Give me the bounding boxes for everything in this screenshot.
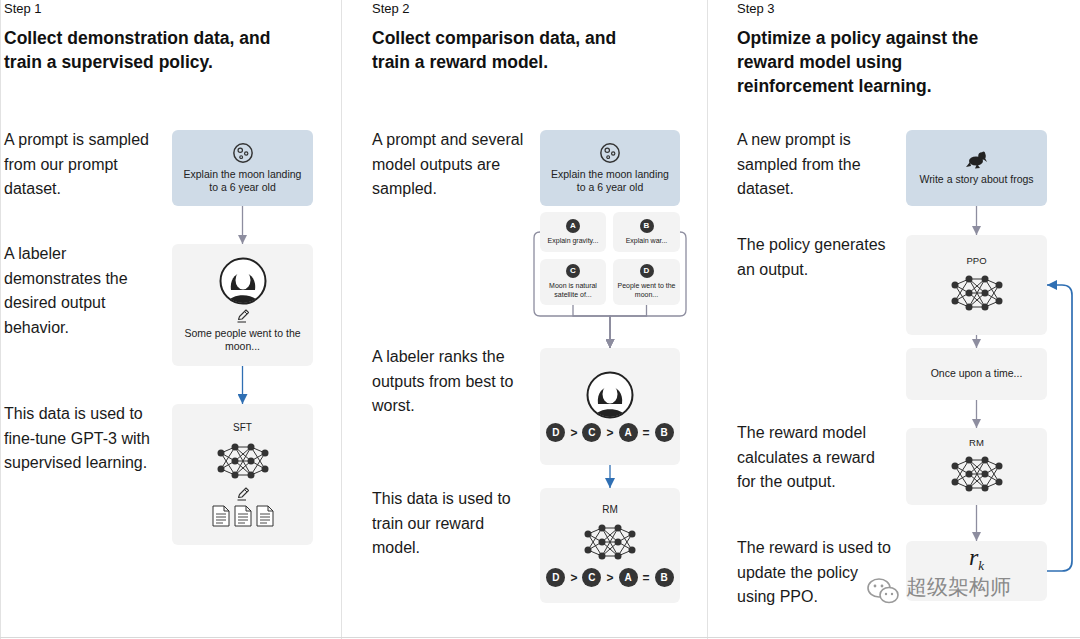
flow-arrow bbox=[242, 206, 243, 244]
frog-icon bbox=[965, 149, 989, 169]
step-description: The policy generates an output. bbox=[737, 233, 897, 282]
step-description: The reward is used to update the policy … bbox=[737, 536, 897, 610]
net-icon bbox=[947, 452, 1007, 496]
node-text: Once upon a time... bbox=[931, 367, 1023, 380]
flow-arrow bbox=[1047, 285, 1072, 571]
step-label: Step 1 bbox=[4, 1, 304, 17]
net-icon bbox=[213, 439, 273, 483]
node-text: Some people went to the moon... bbox=[183, 327, 303, 353]
rank-letter: B bbox=[640, 219, 654, 233]
rank-letter: A bbox=[619, 568, 638, 587]
labeler-ranking-box: D > C > A = B bbox=[540, 348, 680, 465]
node-text: People went to the moon... bbox=[618, 282, 676, 300]
flow-arrow bbox=[976, 400, 977, 428]
rank-letter: C bbox=[582, 568, 601, 587]
node-text: RM bbox=[602, 504, 618, 517]
reward-model-box: RM D > C > A = B bbox=[540, 488, 680, 603]
flow-arrow bbox=[610, 305, 647, 348]
node-text: RM bbox=[969, 437, 984, 449]
rank-letter: A bbox=[566, 219, 580, 233]
policy-output-box: Once upon a time... bbox=[906, 348, 1047, 400]
step-heading: Collect demonstration data, and train a … bbox=[4, 26, 279, 74]
rank-operator: > bbox=[570, 571, 577, 585]
step-description: A prompt and several model outputs are s… bbox=[372, 128, 532, 202]
reward-model-box: RM bbox=[906, 428, 1047, 505]
wechat-icon bbox=[866, 576, 902, 606]
prompt-box: Explain the moon landing to a 6 year old bbox=[540, 130, 680, 206]
step-label: Step 3 bbox=[737, 1, 1037, 17]
reward-symbol: rk bbox=[969, 545, 984, 572]
rank-operator: = bbox=[643, 426, 650, 440]
flow-arrow bbox=[976, 206, 977, 235]
rank-operator: > bbox=[606, 426, 613, 440]
rank-letter: C bbox=[582, 423, 601, 442]
node-text: Explain gravity... bbox=[548, 237, 599, 246]
flow-arrow bbox=[609, 465, 610, 488]
step-description: A labeler demonstrates the desired outpu… bbox=[4, 242, 164, 340]
rank-letter: C bbox=[566, 264, 580, 278]
step-description: This data is used to train our reward mo… bbox=[372, 487, 532, 561]
rank-letter: D bbox=[640, 264, 654, 278]
net-icon bbox=[580, 520, 640, 564]
moon-icon bbox=[232, 142, 254, 164]
net-icon bbox=[947, 271, 1007, 315]
pencil-icon bbox=[236, 309, 250, 323]
step-description: A labeler ranks the outputs from best to… bbox=[372, 345, 532, 419]
step-description: This data is used to fine-tune GPT-3 wit… bbox=[4, 402, 164, 476]
docs-icon bbox=[210, 505, 276, 527]
step-label: Step 2 bbox=[372, 1, 672, 17]
rank-operator: > bbox=[606, 571, 613, 585]
prompt-box: Explain the moon landing to a 6 year old bbox=[172, 130, 313, 206]
step-description: A prompt is sampled from our prompt data… bbox=[4, 128, 164, 202]
step-heading: Optimize a policy against the reward mod… bbox=[737, 26, 989, 98]
step-description: A new prompt is sampled from the dataset… bbox=[737, 128, 897, 202]
output-box: D People went to the moon... bbox=[613, 259, 680, 305]
rank-letter: B bbox=[655, 423, 674, 442]
node-text: SFT bbox=[233, 422, 252, 435]
moon-icon bbox=[599, 142, 621, 164]
rank-letter: D bbox=[546, 423, 565, 442]
pencil-icon bbox=[236, 487, 250, 501]
rank-operator: = bbox=[643, 571, 650, 585]
ppo-policy-box: PPO bbox=[906, 235, 1047, 335]
sft-model-box: SFT bbox=[172, 404, 313, 545]
watermark: 超级架构师 bbox=[906, 574, 1011, 600]
node-text: Explain war... bbox=[626, 237, 668, 246]
output-box: C Moon is natural satellite of... bbox=[540, 259, 606, 305]
flow-arrow bbox=[976, 505, 977, 541]
flow-arrow bbox=[976, 335, 977, 348]
ranking-row: D > C > A = B bbox=[546, 568, 673, 587]
node-text: Explain the moon landing to a 6 year old bbox=[184, 168, 302, 194]
step-description: The reward model calculates a reward for… bbox=[737, 421, 897, 495]
node-text: Write a story about frogs bbox=[919, 173, 1033, 186]
labeler-box: Some people went to the moon... bbox=[172, 244, 313, 366]
flow-arrow bbox=[242, 366, 243, 404]
bottom-rule bbox=[0, 637, 1080, 638]
rank-letter: B bbox=[655, 568, 674, 587]
ranking-row: D > C > A = B bbox=[546, 423, 673, 442]
output-box: B Explain war... bbox=[613, 212, 680, 252]
prompt-box: Write a story about frogs bbox=[906, 130, 1047, 206]
node-text: Explain the moon landing to a 6 year old bbox=[551, 168, 669, 194]
rank-letter: A bbox=[619, 423, 638, 442]
output-box: A Explain gravity... bbox=[540, 212, 606, 252]
rank-operator: > bbox=[570, 426, 577, 440]
step-heading: Collect comparison data, and train a rew… bbox=[372, 26, 640, 74]
flow-arrow bbox=[573, 305, 610, 348]
reward-letter: r bbox=[969, 544, 978, 570]
rank-letter: D bbox=[546, 568, 565, 587]
node-text: PPO bbox=[966, 255, 986, 267]
separator-line bbox=[1, 0, 708, 639]
reward-subscript: k bbox=[978, 558, 984, 573]
person-icon bbox=[219, 257, 267, 305]
person-icon bbox=[586, 371, 634, 419]
node-text: Moon is natural satellite of... bbox=[544, 282, 602, 300]
